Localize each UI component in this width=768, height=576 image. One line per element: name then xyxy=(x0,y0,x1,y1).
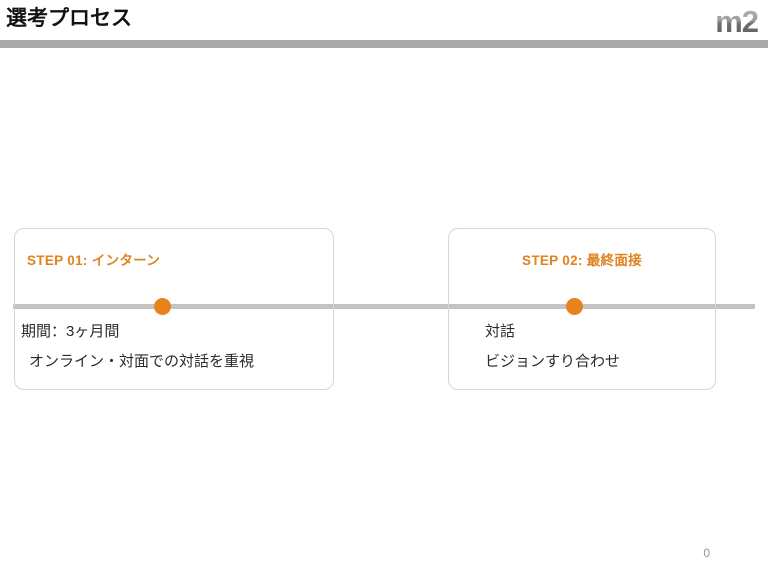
header-divider xyxy=(0,40,768,48)
step-02-line-2: ビジョンすり合わせ xyxy=(485,353,621,370)
page-number: 0 xyxy=(703,546,710,560)
step-02-line-1: 対話 xyxy=(485,323,516,340)
timeline-dot-step-1 xyxy=(154,298,171,315)
brand-logo: m2 xyxy=(715,4,759,39)
timeline-dot-step-2 xyxy=(566,298,583,315)
step-02-body: 対話 ビジョンすり合わせ xyxy=(485,317,620,377)
step-02-heading: STEP 02: 最終面接 xyxy=(522,253,642,268)
step-card-01[interactable]: STEP 01: インターン 期間：3ヶ月間 オンライン・対面での対話を重視 xyxy=(14,228,334,390)
timeline-axis xyxy=(13,304,755,309)
step-01-heading: STEP 01: インターン xyxy=(27,253,161,268)
slide-header: 選考プロセス m2 xyxy=(0,0,768,49)
step-card-02[interactable]: STEP 02: 最終面接 対話 ビジョンすり合わせ xyxy=(448,228,716,390)
step-01-line-1: 期間：3ヶ月間 xyxy=(21,323,120,340)
step-01-body: 期間：3ヶ月間 オンライン・対面での対話を重視 xyxy=(21,317,254,377)
step-01-line-2: オンライン・対面での対話を重視 xyxy=(29,353,255,370)
page-title: 選考プロセス xyxy=(6,7,132,30)
